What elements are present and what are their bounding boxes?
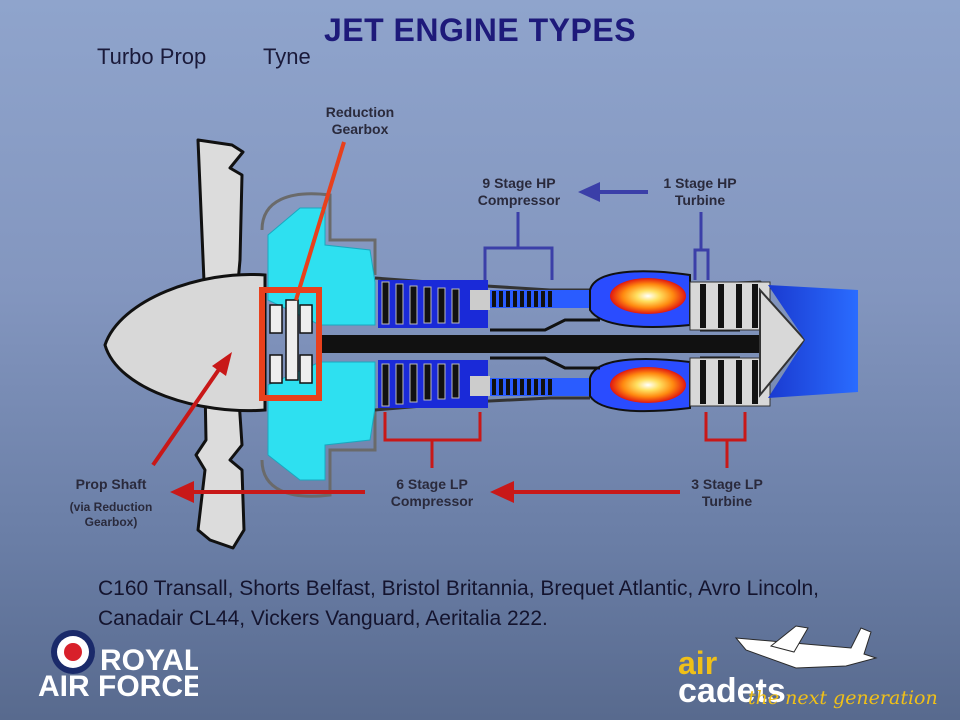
prop-shaft-pointer-head: [212, 352, 232, 376]
label-prop-shaft: Prop Shaft: [58, 476, 164, 493]
hp-brackets: [483, 212, 710, 280]
label-line: Gearbox: [331, 121, 389, 137]
exhaust-cone: [759, 287, 807, 398]
label-lp-turbine: 3 Stage LP Turbine: [672, 476, 782, 510]
label-line: Turbine: [674, 192, 726, 208]
cadets-air-text: air: [678, 645, 717, 681]
label-lp-compressor: 6 Stage LP Compressor: [372, 476, 492, 510]
raf-logo-line1: ROYAL: [100, 644, 198, 677]
exhaust-flow: [768, 285, 858, 398]
label-line: Reduction: [325, 104, 395, 120]
subtitle-tyne: Tyne: [263, 44, 311, 69]
page-title: JET ENGINE TYPES: [323, 12, 637, 48]
lp-compressor: [378, 280, 490, 408]
hp-compressor: [490, 290, 590, 396]
propeller-blades: [194, 138, 246, 550]
hp-arrow-head: [578, 182, 600, 202]
label-hp-compressor: 9 Stage HP Compressor: [460, 175, 578, 209]
label-line: 6 Stage LP: [396, 476, 468, 492]
label-line: 3 Stage LP: [691, 476, 763, 492]
label-line: Compressor: [477, 192, 561, 208]
air-cadets-logo: air cadets the next generation: [676, 618, 946, 718]
turbines: [689, 281, 771, 407]
gearbox-pointer: [294, 141, 346, 301]
nacelle-outline: [260, 192, 377, 498]
label-line: Gearbox): [84, 515, 138, 529]
lp-arrow-head-left: [170, 481, 194, 503]
combustion-chamber-top: [589, 270, 691, 329]
aircraft-list-caption: C160 Transall, Shorts Belfast, Bristol B…: [98, 577, 819, 630]
label-line: 1 Stage HP: [663, 175, 737, 191]
prop-shaft-pointer: [151, 363, 224, 467]
aircraft-silhouette-icon: [734, 625, 878, 669]
label-line: Prop Shaft: [75, 476, 147, 492]
label-reduction-gearbox: Reduction Gearbox: [312, 104, 408, 138]
label-line: Compressor: [390, 493, 474, 509]
reduction-gearbox: [259, 287, 322, 401]
lp-brackets: [383, 412, 747, 468]
raf-logo: ROYAL AIR FORCE: [38, 628, 203, 705]
lp-arrow-head-right: [490, 481, 514, 503]
label-line: Turbine: [701, 493, 753, 509]
subtitle-turbo-prop: Turbo Prop: [97, 44, 207, 69]
air-intake: [267, 207, 376, 481]
raf-logo-line2: AIR FORCE: [38, 670, 198, 700]
main-shaft: [320, 335, 760, 353]
combustion-chamber-bottom: [589, 358, 691, 413]
label-line: (via Reduction: [69, 500, 153, 514]
cadets-cadets-text: cadets: [678, 672, 786, 710]
cadets-tagline-text: the next generation: [748, 687, 938, 709]
label-hp-turbine: 1 Stage HP Turbine: [645, 175, 755, 209]
label-line: 9 Stage HP: [482, 175, 556, 191]
propeller-spinner: [103, 272, 267, 413]
label-prop-shaft-note: (via Reduction Gearbox): [58, 500, 164, 530]
